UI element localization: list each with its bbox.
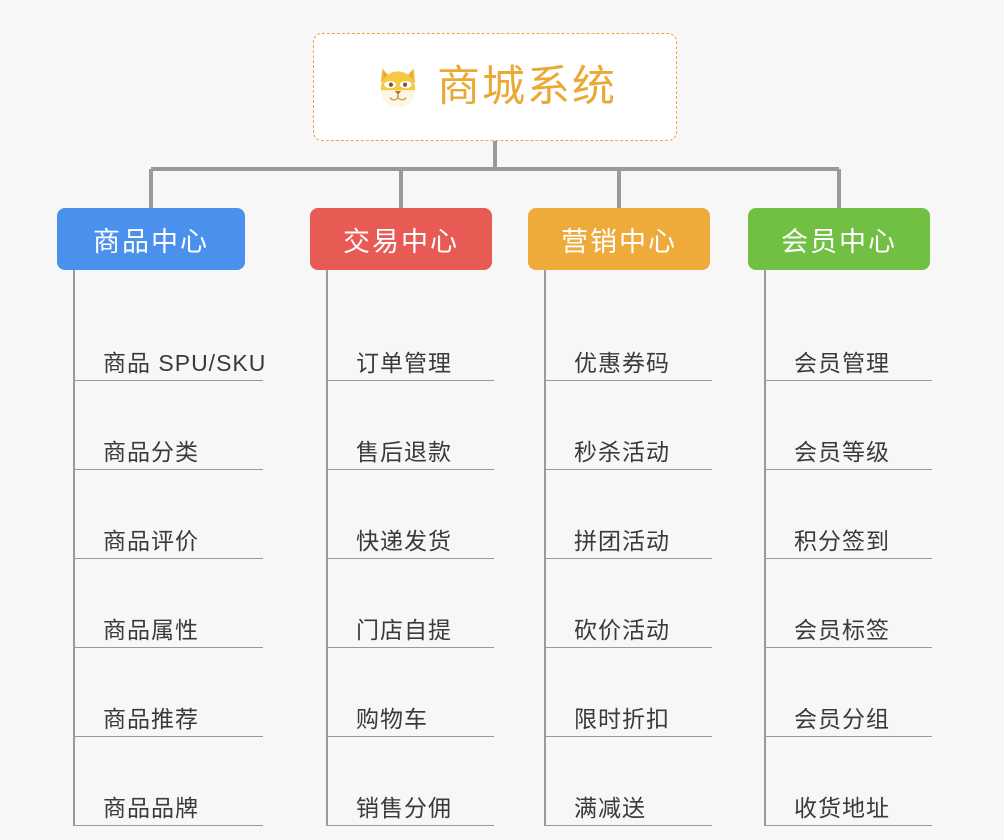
leaf-label: 商品推荐 — [103, 705, 199, 732]
leaf-item[interactable]: 商品推荐 — [73, 648, 263, 737]
branch-spine — [544, 270, 546, 826]
root-title: 商城系统 — [437, 62, 617, 111]
branch-column-trade: 交易中心 订单管理 售后退款 快递发货 门店自提 购物车 — [310, 208, 520, 826]
leaf-item[interactable]: 订单管理 — [326, 292, 494, 381]
leaf-item[interactable]: 拼团活动 — [544, 470, 712, 559]
leaf-item[interactable]: 商品评价 — [73, 470, 263, 559]
branch-header-label: 会员中心 — [781, 226, 897, 257]
branch-column-product: 商品中心 商品 SPU/SKU 商品分类 商品评价 商品属性 商品推荐 — [57, 208, 279, 826]
leaf-item[interactable]: 秒杀活动 — [544, 381, 712, 470]
leaf-item[interactable]: 收货地址 — [764, 737, 932, 826]
leaf-item[interactable]: 满减送 — [544, 737, 712, 826]
leaf-label: 会员标签 — [794, 616, 890, 643]
leaf-label: 售后退款 — [356, 438, 452, 465]
leaf-label: 商品品牌 — [103, 794, 199, 821]
leaf-label: 满减送 — [574, 794, 646, 821]
branch-header-marketing[interactable]: 营销中心 — [528, 208, 710, 270]
leaf-label: 砍价活动 — [574, 616, 670, 643]
branch-spine — [326, 270, 328, 826]
branch-body-marketing: 优惠券码 秒杀活动 拼团活动 砍价活动 限时折扣 满减送 — [528, 270, 738, 826]
leaf-label: 商品分类 — [103, 438, 199, 465]
dog-face-icon — [373, 62, 423, 112]
leaf-item[interactable]: 优惠券码 — [544, 292, 712, 381]
branch-spine — [764, 270, 766, 826]
leaf-item[interactable]: 购物车 — [326, 648, 494, 737]
branch-spine — [73, 270, 75, 826]
leaf-label: 秒杀活动 — [574, 438, 670, 465]
branch-body-product: 商品 SPU/SKU 商品分类 商品评价 商品属性 商品推荐 商品品牌 — [57, 270, 279, 826]
leaf-item[interactable]: 会员分组 — [764, 648, 932, 737]
branch-body-member: 会员管理 会员等级 积分签到 会员标签 会员分组 收货地址 — [748, 270, 958, 826]
leaf-label: 门店自提 — [356, 616, 452, 643]
leaf-item[interactable]: 商品分类 — [73, 381, 263, 470]
branch-header-trade[interactable]: 交易中心 — [310, 208, 492, 270]
leaf-label: 收货地址 — [794, 794, 890, 821]
branch-header-label: 营销中心 — [561, 226, 677, 257]
leaf-label: 限时折扣 — [574, 705, 670, 732]
leaf-item[interactable]: 销售分佣 — [326, 737, 494, 826]
leaf-item[interactable]: 商品 SPU/SKU — [73, 292, 267, 381]
leaf-item[interactable]: 商品属性 — [73, 559, 263, 648]
leaf-label: 优惠券码 — [574, 349, 670, 376]
leaf-label: 商品属性 — [103, 616, 199, 643]
branch-header-label: 交易中心 — [343, 226, 459, 257]
leaf-label: 购物车 — [356, 705, 428, 732]
leaf-label: 快递发货 — [356, 527, 452, 554]
leaf-label: 拼团活动 — [574, 527, 670, 554]
leaf-label: 积分签到 — [794, 527, 890, 554]
leaf-label: 会员分组 — [794, 705, 890, 732]
leaf-item[interactable]: 售后退款 — [326, 381, 494, 470]
leaf-label: 商品评价 — [103, 527, 199, 554]
leaf-item[interactable]: 砍价活动 — [544, 559, 712, 648]
branch-column-member: 会员中心 会员管理 会员等级 积分签到 会员标签 会员分组 — [748, 208, 958, 826]
leaf-label: 商品 SPU/SKU — [103, 349, 267, 376]
leaf-item[interactable]: 限时折扣 — [544, 648, 712, 737]
leaf-label: 订单管理 — [356, 349, 452, 376]
branch-header-product[interactable]: 商品中心 — [57, 208, 245, 270]
branch-body-trade: 订单管理 售后退款 快递发货 门店自提 购物车 销售分佣 — [310, 270, 520, 826]
leaf-item[interactable]: 会员管理 — [764, 292, 932, 381]
root-node[interactable]: 商城系统 — [313, 33, 677, 141]
branch-header-label: 商品中心 — [93, 226, 209, 257]
leaf-item[interactable]: 会员等级 — [764, 381, 932, 470]
branch-header-member[interactable]: 会员中心 — [748, 208, 930, 270]
leaf-label: 销售分佣 — [356, 794, 452, 821]
branch-column-marketing: 营销中心 优惠券码 秒杀活动 拼团活动 砍价活动 限时折扣 — [528, 208, 738, 826]
leaf-item[interactable]: 商品品牌 — [73, 737, 263, 826]
leaf-label: 会员管理 — [794, 349, 890, 376]
leaf-label: 会员等级 — [794, 438, 890, 465]
leaf-item[interactable]: 积分签到 — [764, 470, 932, 559]
leaf-item[interactable]: 会员标签 — [764, 559, 932, 648]
leaf-item[interactable]: 快递发货 — [326, 470, 494, 559]
leaf-item[interactable]: 门店自提 — [326, 559, 494, 648]
